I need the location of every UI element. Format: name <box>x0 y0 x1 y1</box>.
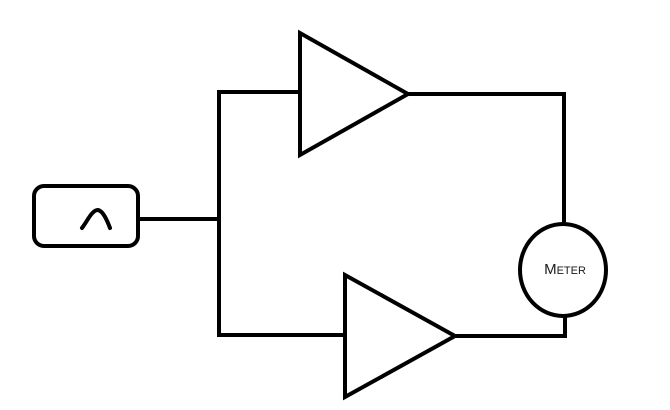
meter-circle <box>518 222 608 318</box>
meter-label: METER <box>544 261 586 278</box>
amplifier-top <box>298 29 413 159</box>
amplifier-bottom <box>343 271 460 401</box>
wires <box>136 90 567 338</box>
signal-source <box>32 184 140 248</box>
meter-label-initial: M <box>544 261 557 278</box>
sine-wave-icon <box>80 207 112 230</box>
meter-label-rest: ETER <box>557 265 586 277</box>
meter: METER <box>518 222 608 318</box>
signal-source-box <box>32 184 140 248</box>
